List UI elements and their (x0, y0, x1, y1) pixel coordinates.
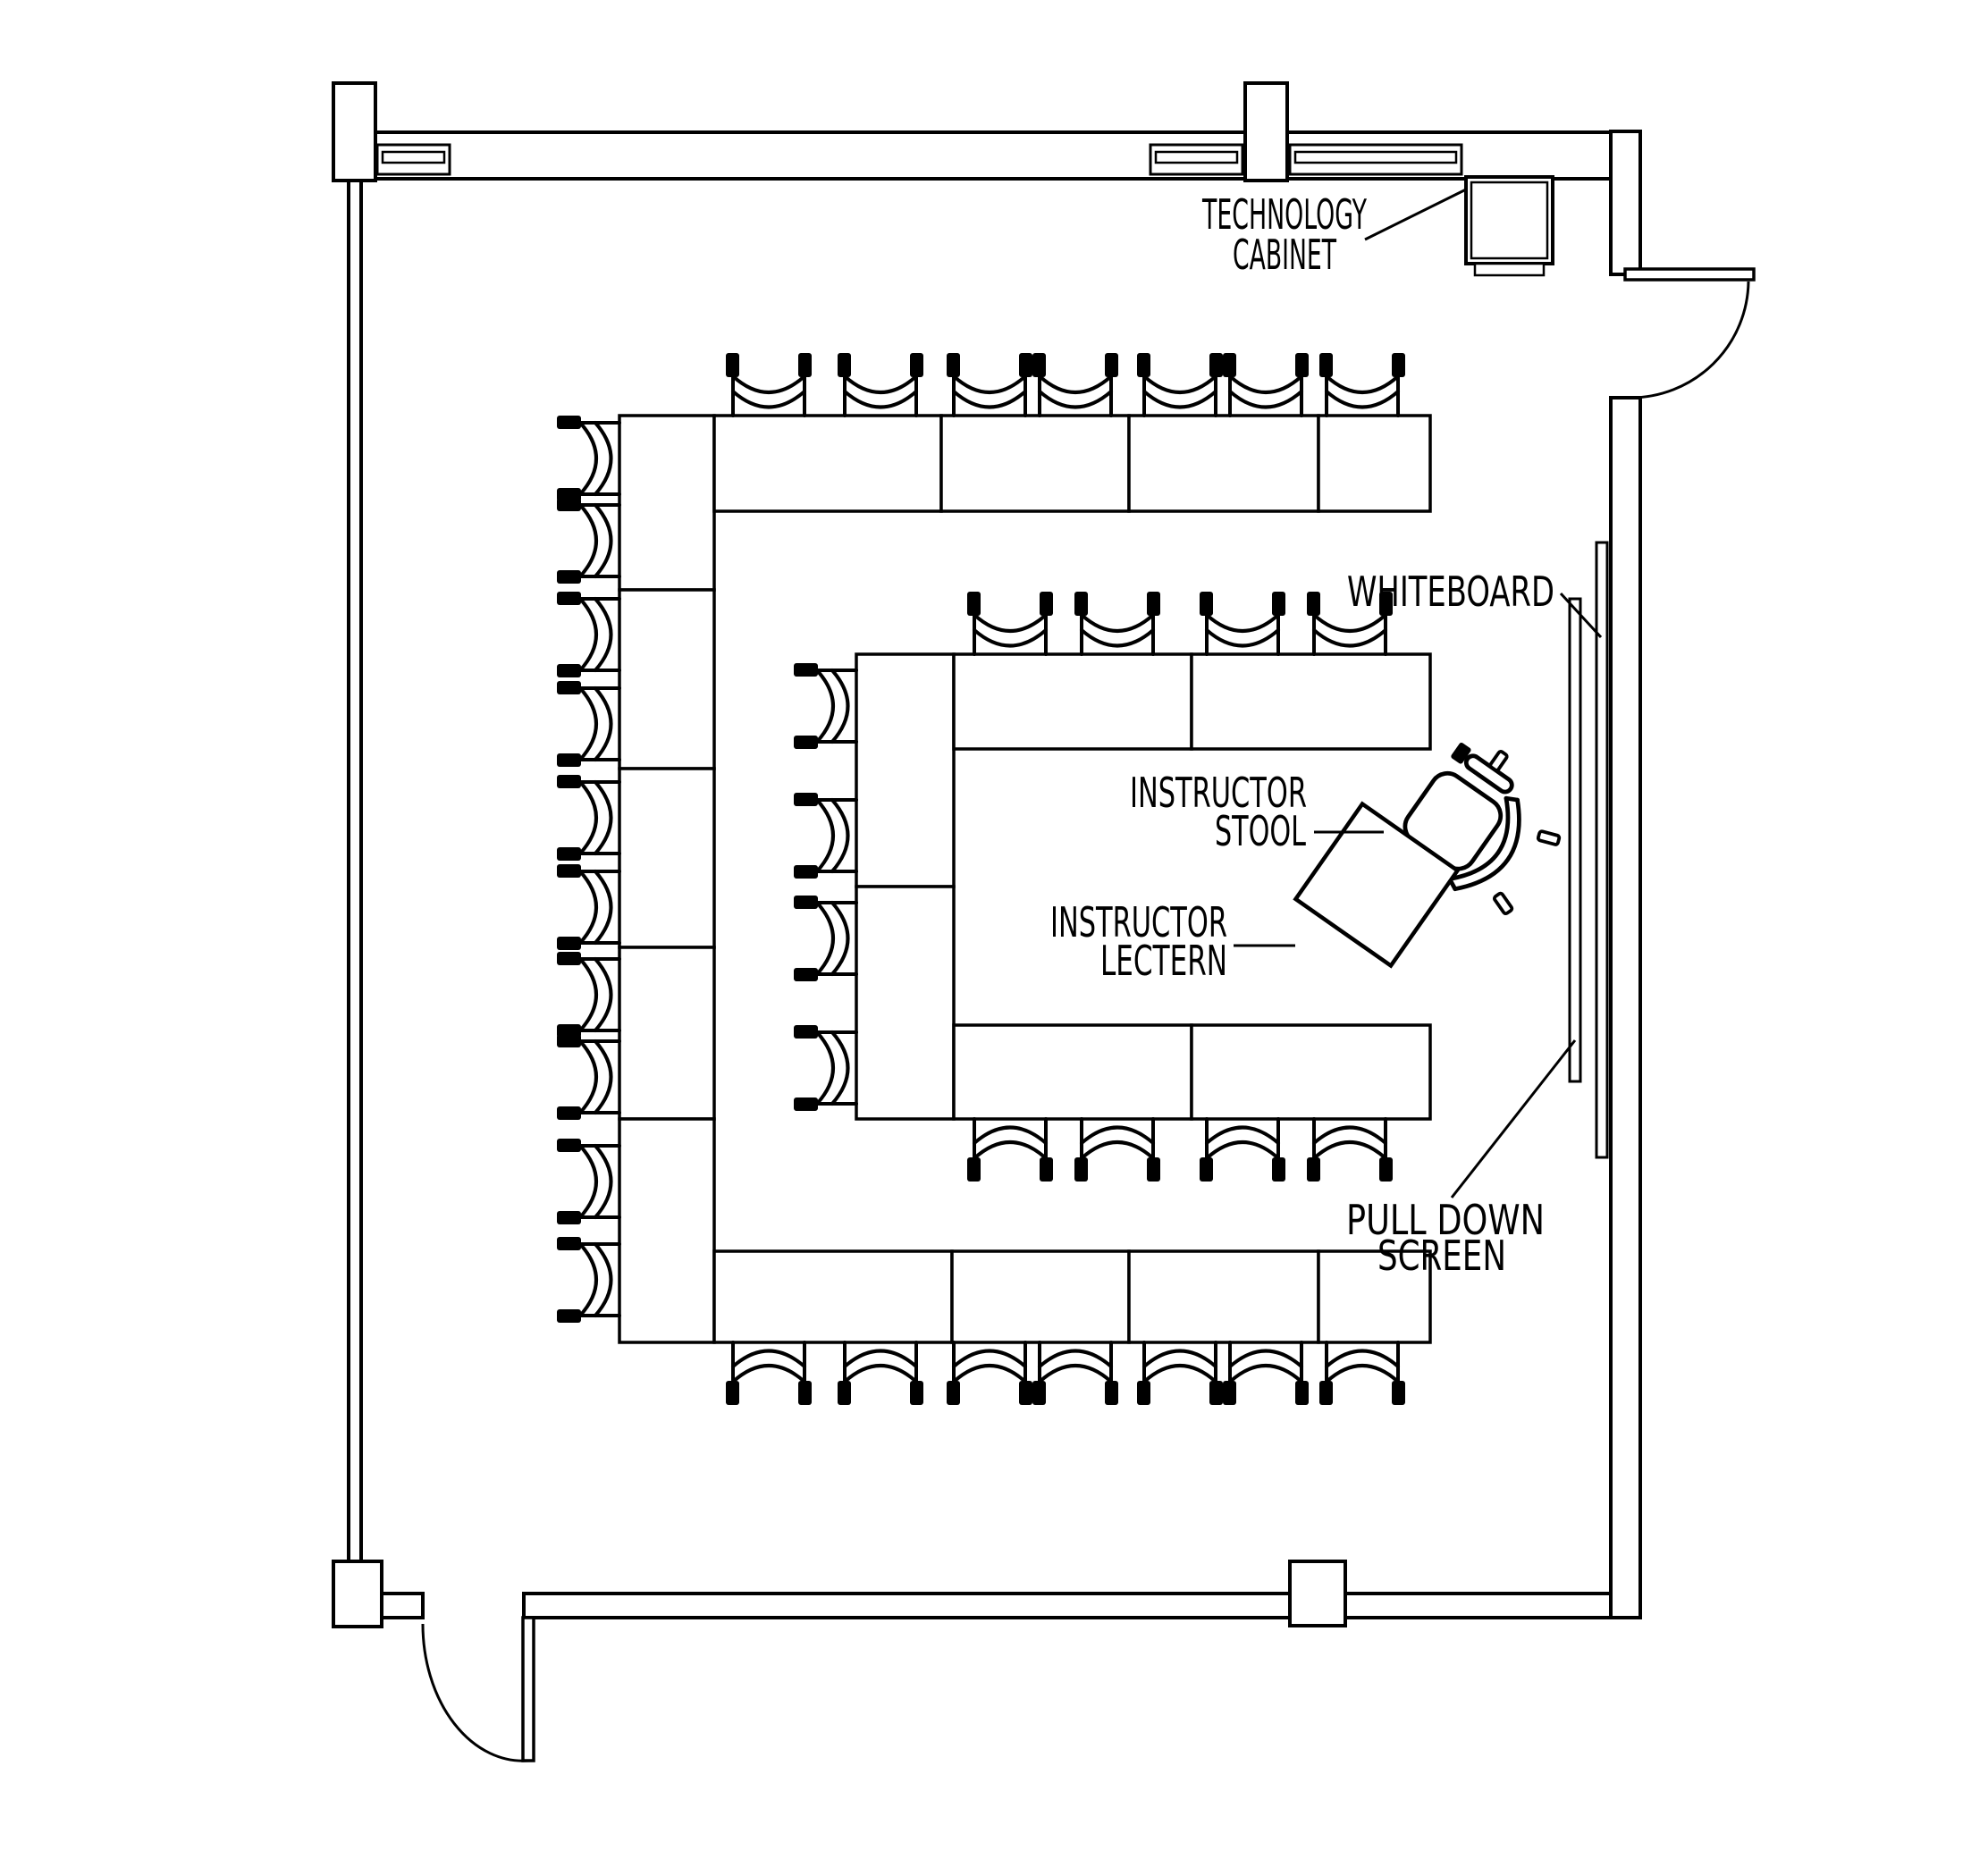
door-top-right-swing-arc (1630, 281, 1750, 399)
chair (555, 1137, 621, 1226)
chair (836, 351, 925, 417)
chair (555, 950, 621, 1039)
instructor-lectern-label: INSTRUCTOR (1050, 898, 1227, 946)
technology-cabinet-label-leader (1364, 188, 1467, 241)
chair (1318, 1341, 1407, 1407)
outer-u-bottom-3 (1127, 1249, 1320, 1344)
technology-cabinet-label: CABINET (1233, 231, 1337, 279)
chair (555, 773, 621, 862)
chair (555, 679, 621, 769)
chair (792, 661, 858, 751)
inner-u-left-1 (855, 652, 956, 888)
chair (1198, 1117, 1287, 1183)
door-bottom-left-swing-arc (421, 1623, 529, 1762)
chair (792, 1023, 858, 1113)
outer-u-top-3 (1127, 414, 1320, 513)
right-wall-upper (1609, 130, 1642, 276)
instructor-stool-label: INSTRUCTOR (1130, 769, 1307, 817)
outer-u-top-1 (712, 414, 943, 513)
chair (965, 590, 1055, 656)
chair (1221, 351, 1310, 417)
chair (1135, 351, 1225, 417)
window-3-glazing (1293, 150, 1458, 164)
door-top-right-leaf (1623, 267, 1756, 282)
chair (1073, 1117, 1162, 1183)
chair (945, 1341, 1034, 1407)
chair (1073, 590, 1162, 656)
outer-u-top-4 (1317, 414, 1432, 513)
chair (792, 894, 858, 983)
plan-root: TECHNOLOGYCABINETWHITEBOARDINSTRUCTORSTO… (332, 81, 1756, 1762)
column-bottom-left (332, 1560, 383, 1628)
left-wall (347, 179, 363, 1563)
column-top-middle (1243, 81, 1289, 182)
outer-u-bottom-4 (1317, 1249, 1432, 1344)
chair (965, 1117, 1055, 1183)
chair (555, 1235, 621, 1325)
technology-cabinet-label: TECHNOLOGY (1201, 190, 1367, 239)
chair (555, 496, 621, 585)
bottom-wall-left (380, 1592, 425, 1619)
whiteboard-label: WHITEBOARD (1347, 568, 1554, 616)
bottom-wall-right (522, 1592, 1642, 1619)
outer-u-left-3 (618, 767, 716, 949)
chair (792, 791, 858, 880)
outer-u-left-2 (618, 588, 716, 770)
inner-u-bottom-1 (952, 1023, 1193, 1121)
pull-down-screen-label-leader (1450, 1039, 1577, 1198)
outer-u-top-2 (939, 414, 1131, 513)
chair (555, 862, 621, 952)
outer-u-left-corner-bottom (618, 1117, 716, 1344)
door-bottom-left-leaf (521, 1616, 535, 1762)
inner-u-top-2 (1190, 652, 1432, 751)
chair (1198, 590, 1287, 656)
chair (1221, 1341, 1310, 1407)
technology-cabinet-base (1473, 262, 1546, 277)
outer-u-bottom-2 (950, 1249, 1131, 1344)
instructor-lectern-label: LECTERN (1100, 937, 1227, 985)
instructor-stool-label: STOOL (1215, 807, 1306, 855)
inner-u-bottom-2 (1190, 1023, 1432, 1121)
whiteboard-label-leader (1559, 592, 1603, 639)
whiteboard (1595, 541, 1609, 1159)
outer-u-bottom-1 (712, 1249, 954, 1344)
column-top-left (332, 81, 377, 182)
chair (836, 1341, 925, 1407)
pull-down-screen (1568, 597, 1582, 1083)
technology-cabinet-inner (1470, 181, 1549, 260)
right-wall-lower (1609, 396, 1642, 1619)
chair (555, 1032, 621, 1122)
pull-down-screen-label: PULL DOWN (1346, 1196, 1545, 1244)
inner-u-left-2 (855, 885, 956, 1121)
column-bottom-right (1288, 1560, 1347, 1627)
chair (555, 414, 621, 503)
chair (1031, 351, 1120, 417)
chair (945, 351, 1034, 417)
chair (1031, 1341, 1120, 1407)
window-1-glazing (381, 150, 446, 164)
pull-down-screen-label: SCREEN (1377, 1232, 1506, 1280)
inner-u-top-1 (952, 652, 1193, 751)
chair (724, 1341, 813, 1407)
chair (555, 590, 621, 679)
window-2-glazing (1154, 150, 1239, 164)
chair (724, 351, 813, 417)
instructor-lectern (1293, 801, 1461, 969)
outer-u-left-corner-top (618, 414, 716, 592)
chair (1318, 351, 1407, 417)
chair (1305, 1117, 1394, 1183)
outer-u-left-4 (618, 946, 716, 1121)
chair (1135, 1341, 1225, 1407)
